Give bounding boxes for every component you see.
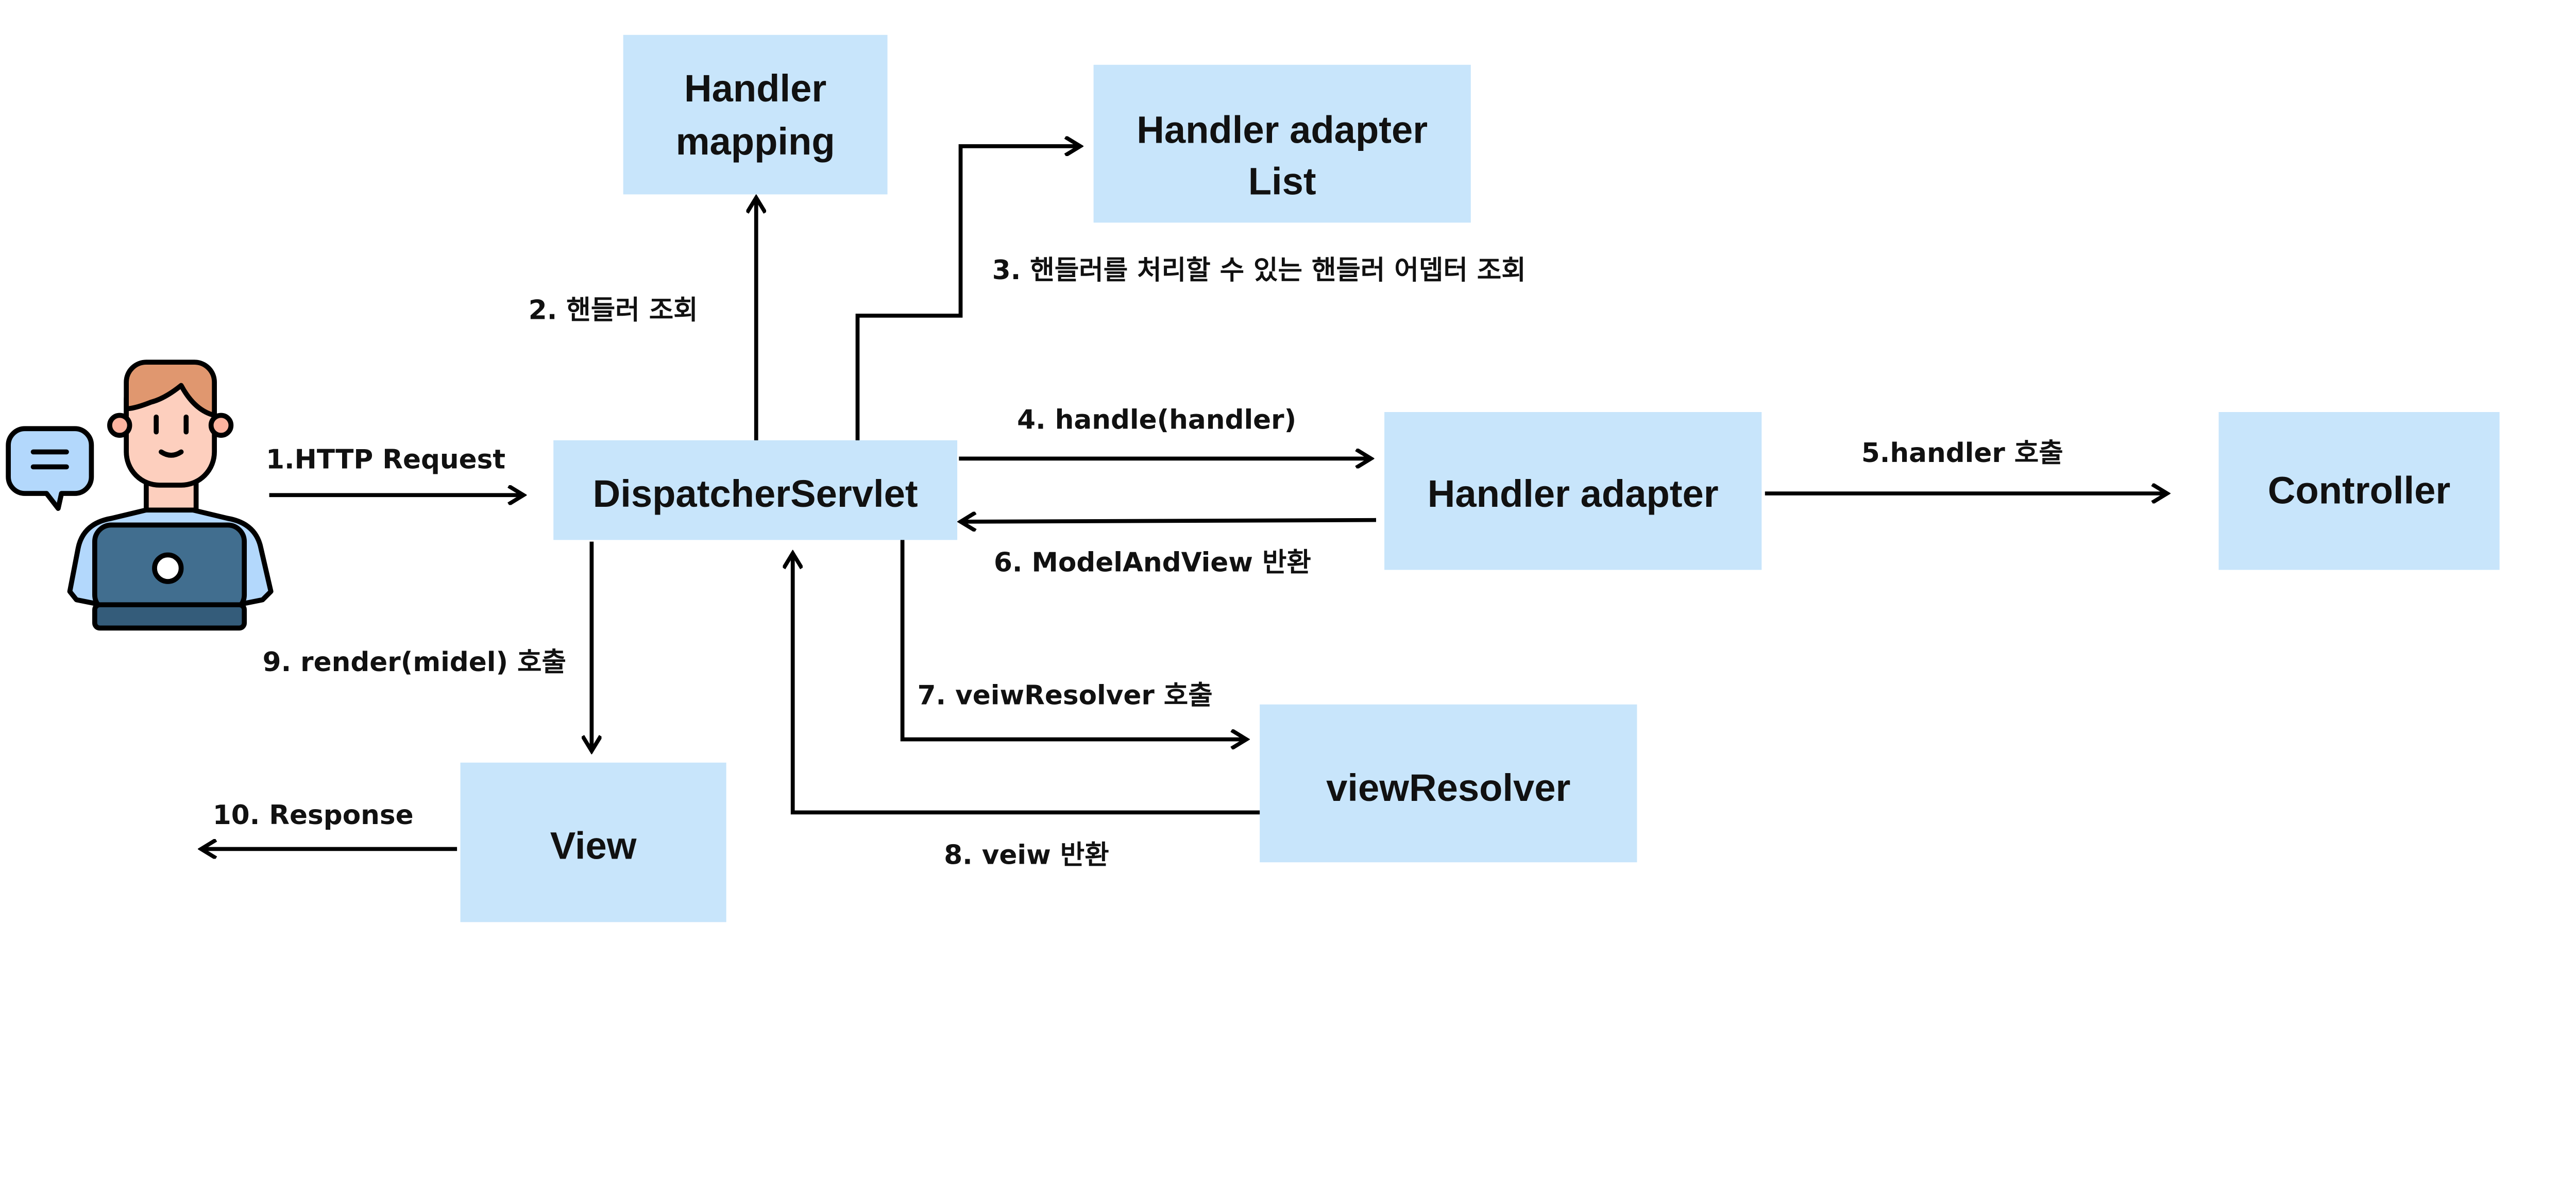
step-5-label: 5.handler 호출 bbox=[1861, 438, 2063, 469]
view-box[interactable]: View bbox=[460, 762, 726, 922]
arrow-3 bbox=[855, 146, 1080, 440]
handler-adapter-list-line1: Handler adapter bbox=[1137, 108, 1428, 151]
handler-adapter-list-box[interactable]: Handler adapter List bbox=[1093, 64, 1471, 223]
handler-adapter-list-line2: List bbox=[1248, 160, 1316, 202]
step-2-label: 2. 핸들러 조회 bbox=[529, 295, 698, 326]
view-resolver-box[interactable]: viewResolver bbox=[1260, 704, 1637, 863]
arrow-7 bbox=[900, 540, 1247, 739]
handler-mapping-line1: Handler bbox=[684, 67, 826, 110]
step-1-label: 1.HTTP Request bbox=[266, 444, 505, 475]
handler-adapter-label: Handler adapter bbox=[1428, 472, 1719, 515]
arrow-6 bbox=[961, 520, 1376, 522]
view-resolver-label: viewResolver bbox=[1326, 766, 1570, 809]
view-label: View bbox=[550, 825, 637, 867]
handler-mapping-line2: mapping bbox=[676, 120, 835, 163]
spring-mvc-flow-diagram: Handler mapping Handler adapter List Dis… bbox=[6, 35, 2500, 922]
chat-bubble-icon bbox=[6, 426, 94, 511]
controller-label: Controller bbox=[2268, 469, 2450, 511]
controller-box[interactable]: Controller bbox=[2218, 412, 2500, 570]
dispatcher-servlet-box[interactable]: DispatcherServlet bbox=[553, 440, 958, 540]
arrow-8 bbox=[793, 553, 1260, 815]
dispatcher-servlet-label: DispatcherServlet bbox=[593, 472, 918, 515]
step-7-label: 7. veiwResolver 호출 bbox=[918, 680, 1213, 711]
handler-mapping-box[interactable]: Handler mapping bbox=[623, 35, 888, 195]
step-10-label: 10. Response bbox=[213, 800, 414, 831]
step-3-label: 3. 핸들러를 처리할 수 있는 핸들러 어뎁터 조회 bbox=[992, 255, 1526, 286]
step-6-label: 6. ModelAndView 반환 bbox=[994, 547, 1311, 578]
step-4-label: 4. handle(handler) bbox=[1017, 404, 1296, 435]
handler-adapter-box[interactable]: Handler adapter bbox=[1384, 412, 1762, 570]
user-with-laptop-icon bbox=[6, 360, 274, 631]
step-8-label: 8. veiw 반환 bbox=[944, 840, 1109, 870]
step-9-label: 9. render(midel) 호출 bbox=[263, 647, 566, 678]
